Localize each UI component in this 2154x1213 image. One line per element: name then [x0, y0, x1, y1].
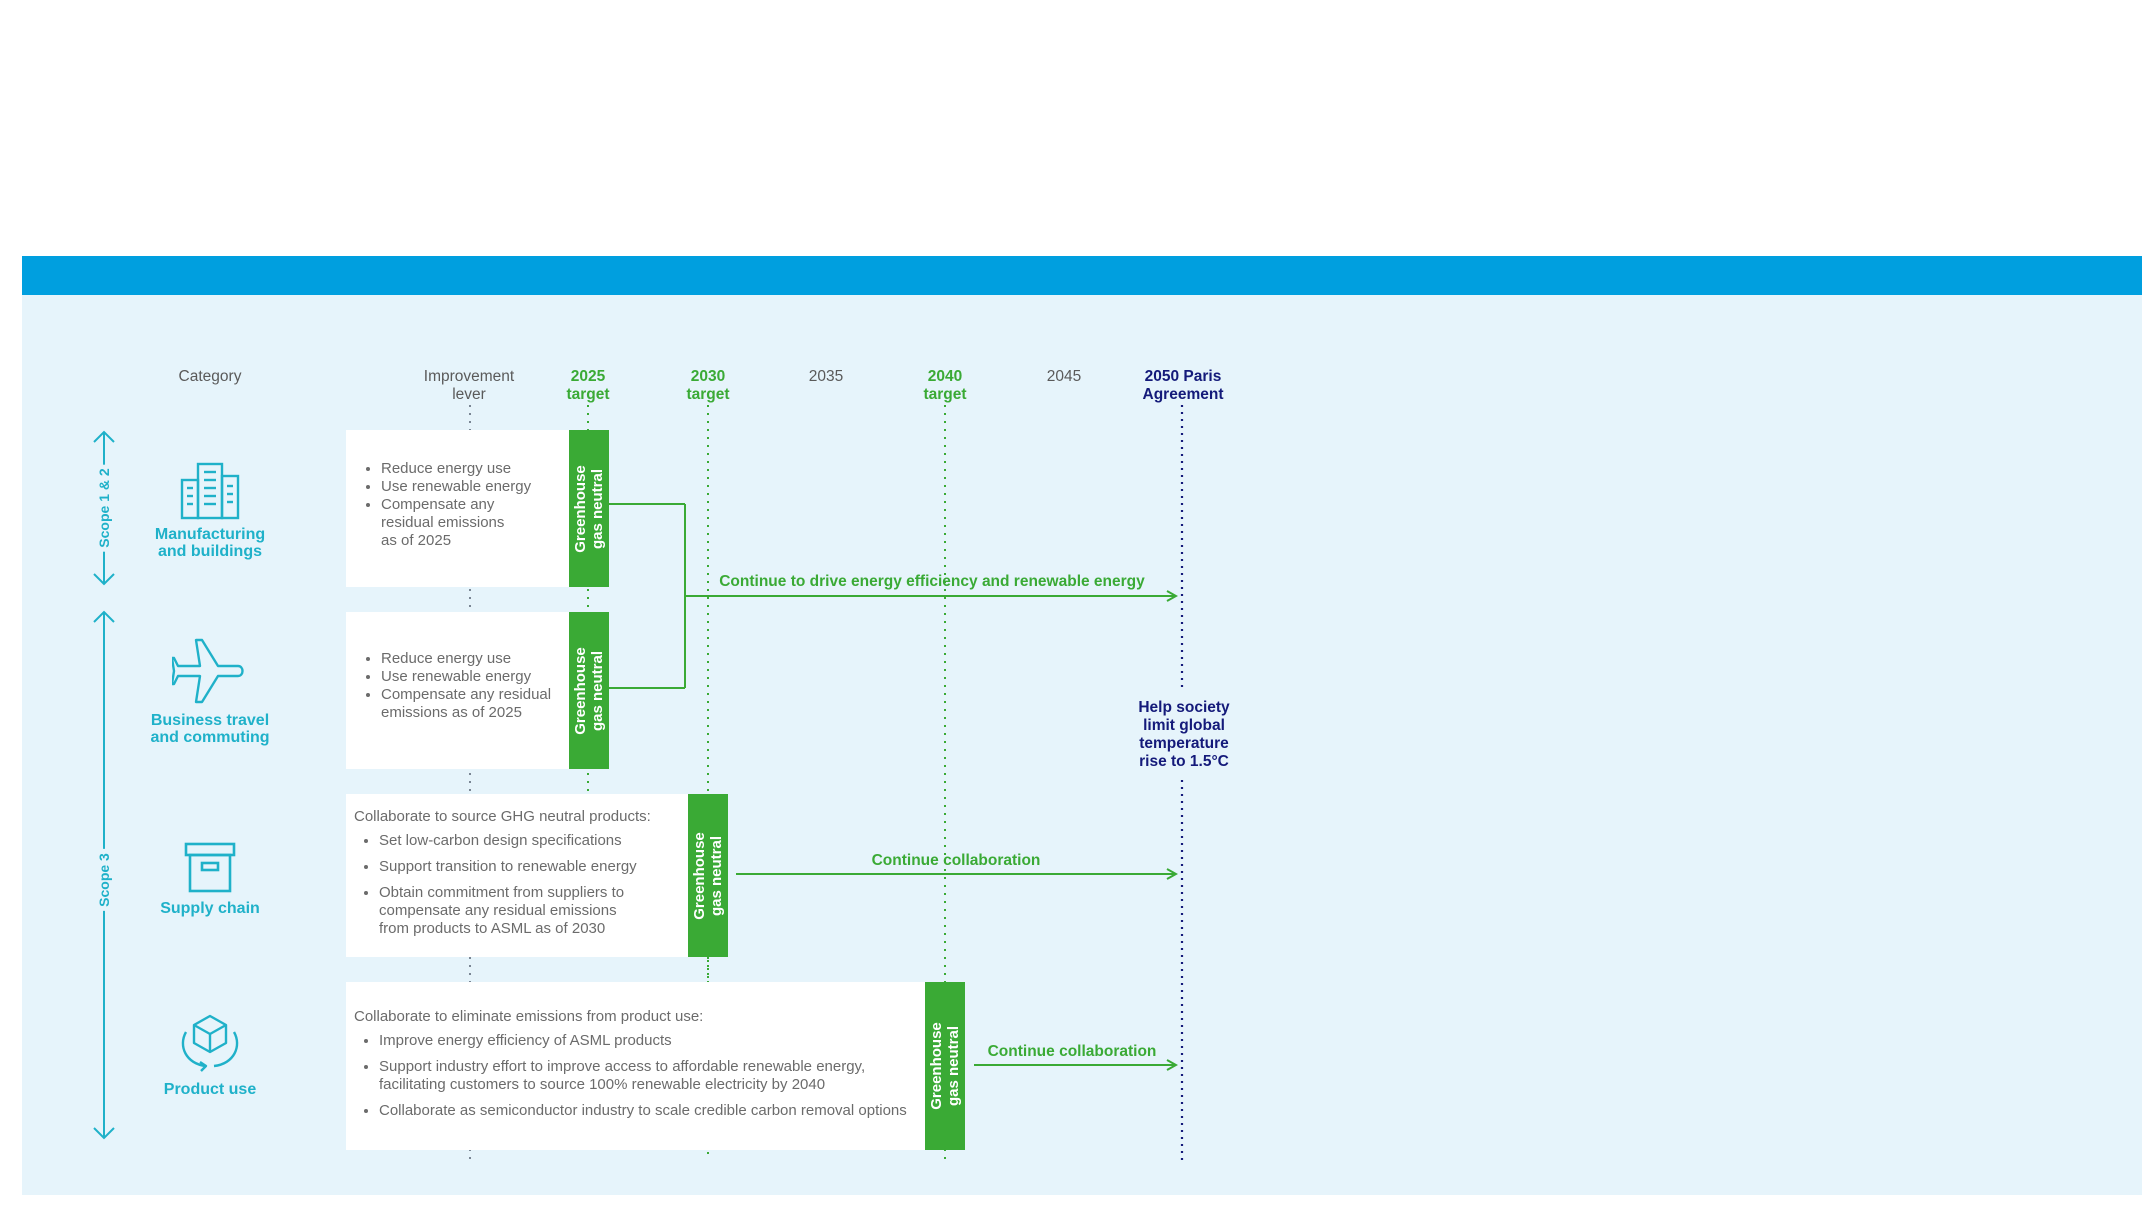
- list-item: Reduce energy use: [381, 650, 560, 668]
- bar-2030-supply: Greenhouse gas neutral: [688, 794, 728, 957]
- list-item: Obtain commitment from suppliers to comp…: [379, 884, 678, 938]
- header-band: [22, 256, 2142, 295]
- scope-3-label: Scope 3: [96, 849, 112, 911]
- list-item: Reduce energy use: [381, 460, 560, 478]
- bar-2025-travel: Greenhouse gas neutral: [569, 612, 609, 769]
- list-item: Collaborate as semiconductor industry to…: [379, 1102, 916, 1120]
- header-2045: 2045: [1046, 368, 1082, 385]
- list-item: Improve energy efficiency of ASML produc…: [379, 1032, 916, 1050]
- scope-1-2-label: Scope 1 & 2: [96, 464, 112, 552]
- bar-label: Greenhouse gas neutral: [572, 646, 606, 735]
- scope3-arrow-up-icon: [93, 610, 115, 623]
- category-product-label: Product use: [163, 1081, 257, 1098]
- header-category: Category: [178, 368, 242, 385]
- list-item: Use renewable energy: [381, 478, 560, 496]
- airplane-icon: [172, 638, 244, 704]
- header-2030-target: 2030 target: [686, 368, 730, 403]
- arrow-product-label: Continue collaboration: [987, 1043, 1157, 1060]
- list-item: Set low-carbon design specifications: [379, 832, 678, 850]
- card-supply-intro: Collaborate to source GHG neutral produc…: [354, 808, 651, 825]
- header-2025-target: 2025 target: [566, 368, 610, 403]
- scope12-arrow-up-icon: [93, 430, 115, 443]
- header-2040-target: 2040 target: [923, 368, 967, 403]
- scope12-arrow-down-icon: [93, 573, 115, 586]
- bar-label: Greenhouse gas neutral: [572, 464, 606, 553]
- bar-2040-product: Greenhouse gas neutral: [925, 982, 965, 1150]
- paris-goal-note: Help society limit global temperature ri…: [1138, 699, 1230, 770]
- header-2050-paris-agreement: 2050 Paris Agreement: [1142, 368, 1224, 403]
- list-item: Compensate any residual emissions as of …: [381, 686, 560, 722]
- list-item: Support industry effort to improve acces…: [379, 1058, 916, 1094]
- category-travel-label: Business travel and commuting: [150, 712, 270, 746]
- header-2035: 2035: [808, 368, 844, 385]
- product-cube-icon: [181, 1014, 239, 1072]
- building-icon: [180, 462, 240, 520]
- scope3-arrow-down-icon: [93, 1127, 115, 1140]
- card-manufacturing: Reduce energy use Use renewable energy C…: [346, 430, 570, 587]
- bar-2025-manufacturing: Greenhouse gas neutral: [569, 430, 609, 587]
- arrow-energy-label: Continue to drive energy efficiency and …: [719, 573, 1145, 590]
- bar-label: Greenhouse gas neutral: [928, 1022, 962, 1110]
- category-supply-label: Supply chain: [160, 900, 260, 917]
- card-product: Collaborate to eliminate emissions from …: [346, 982, 926, 1150]
- list-item: Compensate any residual emissions as of …: [381, 496, 560, 550]
- list-item: Support transition to renewable energy: [379, 858, 678, 876]
- card-product-intro: Collaborate to eliminate emissions from …: [354, 1008, 704, 1025]
- arrow-supply-label: Continue collaboration: [871, 852, 1041, 869]
- category-manufacturing-label: Manufacturing and buildings: [154, 526, 266, 560]
- bar-label: Greenhouse gas neutral: [691, 831, 725, 920]
- list-item: Use renewable energy: [381, 668, 560, 686]
- card-travel: Reduce energy use Use renewable energy C…: [346, 612, 570, 769]
- box-icon: [184, 842, 236, 893]
- header-improvement-lever: Improvement lever: [423, 368, 515, 403]
- card-supply: Collaborate to source GHG neutral produc…: [346, 794, 688, 957]
